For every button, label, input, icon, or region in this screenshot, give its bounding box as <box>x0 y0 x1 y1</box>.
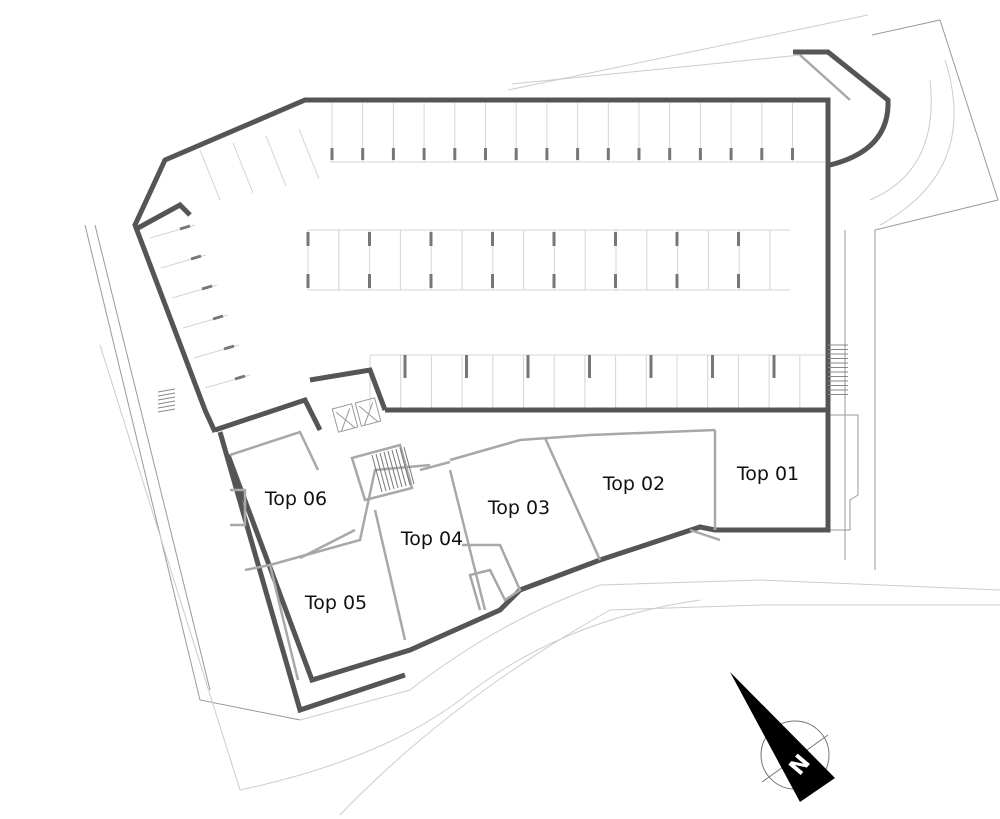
stair-tread <box>371 454 383 493</box>
stall-marker <box>223 344 235 351</box>
site-lines <box>84 14 1000 816</box>
stair-tread <box>157 408 176 413</box>
stall-marker <box>212 314 224 321</box>
stair-tread <box>379 452 391 491</box>
stair-tread <box>399 447 411 486</box>
unit-labels: Top 01 Top 02 Top 03 Top 04 Top 05 Top 0… <box>264 463 799 614</box>
stair-tread <box>157 396 176 401</box>
stall-marker <box>190 254 202 261</box>
parking-stalls <box>149 103 825 410</box>
stall-marker <box>179 224 191 231</box>
stair-tread <box>157 388 176 393</box>
stair-tread <box>395 448 407 487</box>
walls <box>132 49 891 714</box>
side-stair <box>157 344 848 413</box>
unit-label-top-06: Top 06 <box>264 488 327 510</box>
staircase <box>350 443 415 502</box>
stair-tread <box>157 392 176 397</box>
stair-tread <box>387 450 399 489</box>
unit-label-top-04: Top 04 <box>400 528 463 550</box>
stair-tread <box>157 404 176 409</box>
north-arrow-icon: N <box>730 672 835 802</box>
unit-label-top-03: Top 03 <box>487 497 550 519</box>
unit-label-top-02: Top 02 <box>602 473 665 495</box>
stair-tread <box>157 400 176 405</box>
stair-tread <box>391 449 403 488</box>
stall-marker <box>234 374 246 381</box>
stall-marker <box>201 284 213 291</box>
stair-tread <box>403 446 415 485</box>
unit-label-top-01: Top 01 <box>736 463 799 485</box>
stair-tread <box>383 451 395 490</box>
stall-line <box>199 149 221 201</box>
stall-line <box>265 135 287 187</box>
stall-line <box>298 128 320 180</box>
elevators <box>331 397 382 433</box>
unit-label-top-05: Top 05 <box>304 592 367 614</box>
stall-line <box>232 142 254 194</box>
stair-tread <box>375 453 387 492</box>
